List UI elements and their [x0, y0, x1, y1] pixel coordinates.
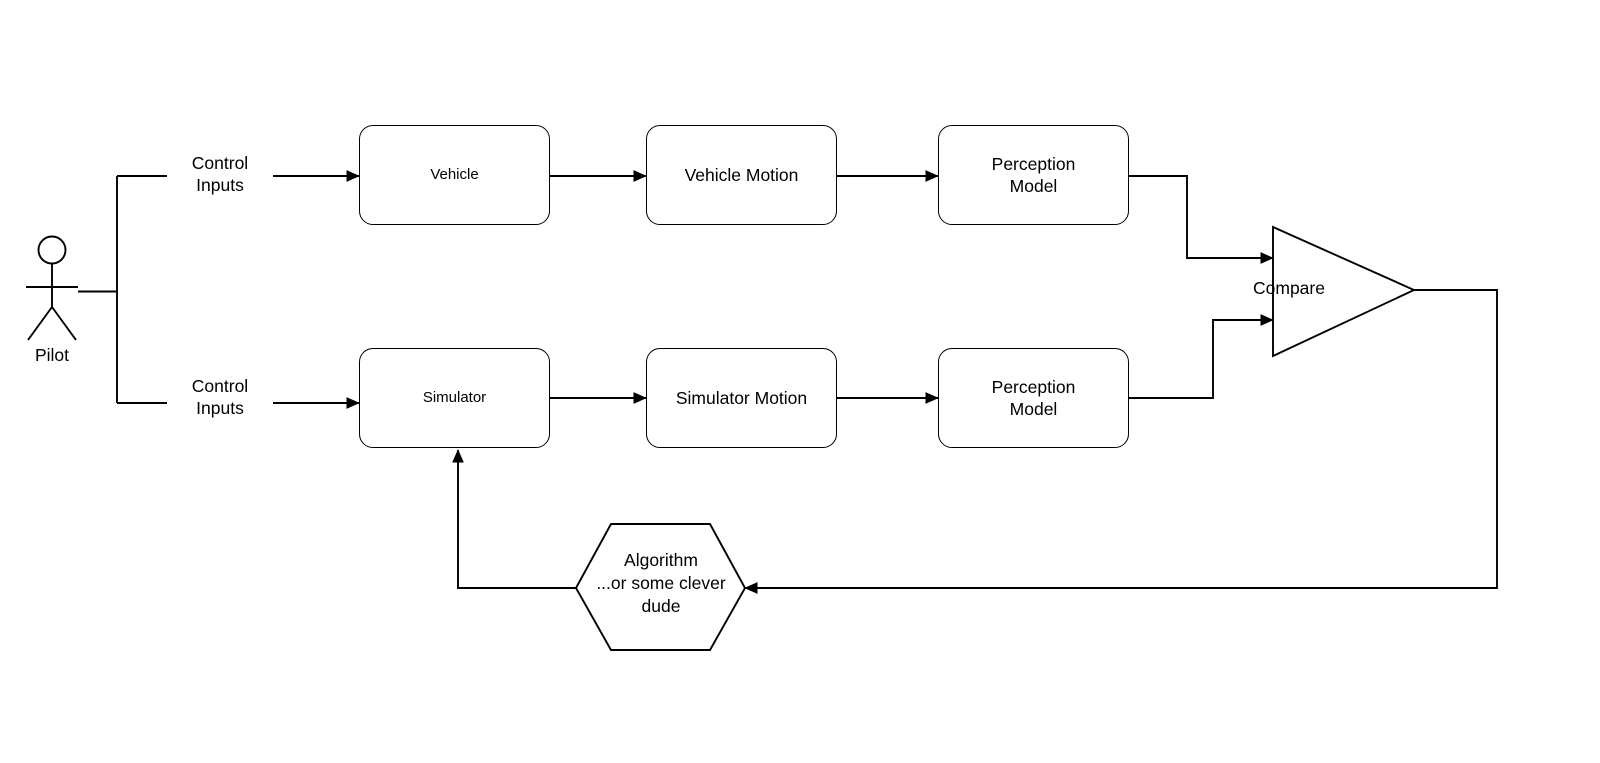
- compare-triangle-shape: [1272, 225, 1417, 358]
- node-vehicle-motion[interactable]: Vehicle Motion: [646, 125, 837, 225]
- node-simulator-motion[interactable]: Simulator Motion: [646, 348, 837, 448]
- simulator-perception-to-compare-edge: [1128, 314, 1274, 399]
- node-simulator-perception-model-label: Perception Model: [992, 376, 1076, 421]
- vehicle-perception-to-compare-edge: [1128, 175, 1274, 264]
- node-algorithm-label[interactable]: Algorithm ...or some clever dude: [561, 549, 761, 617]
- node-simulator-label: Simulator: [422, 389, 487, 407]
- control-inputs-line-1: Control: [191, 153, 249, 173]
- node-vehicle[interactable]: Vehicle: [359, 125, 550, 225]
- algorithm-to-simulator-edge: [452, 449, 576, 589]
- algorithm-line-3: dude: [641, 595, 681, 616]
- pilot-left-leg-icon: [27, 306, 53, 341]
- node-compare-label[interactable]: Compare: [1253, 278, 1325, 298]
- control-inputs-line-2: Inputs: [196, 398, 244, 419]
- node-vehicle-perception-model-label: Perception Model: [992, 153, 1076, 198]
- pilot-right-leg-icon: [51, 306, 77, 341]
- algorithm-line-2: ...or some clever: [596, 572, 726, 593]
- node-vehicle-perception-model[interactable]: Perception Model: [938, 125, 1129, 225]
- node-simulator[interactable]: Simulator: [359, 348, 550, 448]
- pilot-head-icon: [37, 235, 67, 265]
- perception-line-1: Perception: [991, 376, 1076, 397]
- algorithm-line-1: Algorithm: [624, 550, 698, 570]
- edge-label-vehicle-control-inputs: Control Inputs: [167, 152, 273, 197]
- edge-label-simulator-control-inputs: Control Inputs: [167, 375, 273, 420]
- perception-line-2: Model: [1009, 399, 1058, 419]
- node-vehicle-motion-label: Vehicle Motion: [684, 164, 799, 185]
- node-vehicle-label: Vehicle: [430, 166, 479, 184]
- algorithm-hexagon-shape: [574, 523, 747, 651]
- pilot-label: Pilot: [34, 345, 70, 365]
- perception-line-1: Perception: [991, 153, 1076, 174]
- control-inputs-line-2: Inputs: [196, 175, 244, 196]
- perception-line-2: Model: [1009, 176, 1058, 196]
- control-inputs-line-1: Control: [191, 376, 249, 396]
- compare-to-algorithm-edge: [744, 289, 1498, 594]
- node-simulator-motion-label: Simulator Motion: [675, 387, 808, 408]
- node-simulator-perception-model[interactable]: Perception Model: [938, 348, 1129, 448]
